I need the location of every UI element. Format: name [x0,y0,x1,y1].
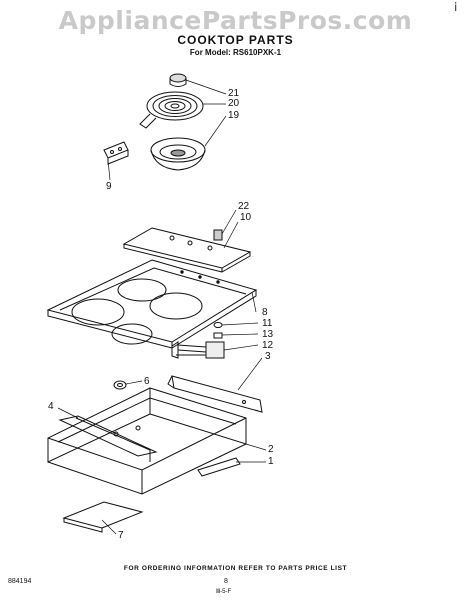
callout-12: 12 [262,340,274,351]
callout-22: 22 [238,201,250,212]
callout-21: 21 [228,88,240,99]
leader-lines [57,79,267,535]
surface-element [139,91,204,129]
heat-shield [167,375,263,413]
drip-bowl [150,137,206,171]
callout-1: 1 [268,456,274,467]
callout-19: 19 [228,110,240,121]
callout-8: 8 [262,307,268,318]
terminal-block [103,141,129,165]
callout-2: 2 [268,444,274,455]
cooktop-top [46,259,258,349]
callout-11: 11 [262,318,273,329]
ordering-note: FOR ORDERING INFORMATION REFER TO PARTS … [123,565,348,572]
callout-6: 6 [144,376,150,387]
callout-3: 3 [265,351,271,362]
model-label: For Model: RS610PXK-1 [189,48,282,57]
mounting-bracket [197,457,241,477]
callout-4: 4 [48,401,54,412]
base-plate [62,501,144,533]
callout-10: 10 [240,212,252,223]
callout-20: 20 [228,98,240,109]
page-number: 8 [224,578,228,585]
infinite-switch [171,322,225,359]
burner-box [47,387,247,495]
page-title: COOKTOP PARTS [177,33,294,47]
grommet [113,380,127,390]
callout-9: 9 [106,181,112,192]
doc-id: 884194 [8,578,32,585]
callout-13: 13 [262,329,274,340]
watermark: AppliancePartsPros.com [58,6,413,35]
burner-knob-cap [169,73,187,87]
page-mark: Ⅲ-5-F [216,589,232,595]
control-panel [122,227,252,273]
corner-mark: ⅰ [454,0,458,14]
callout-7: 7 [118,530,124,541]
